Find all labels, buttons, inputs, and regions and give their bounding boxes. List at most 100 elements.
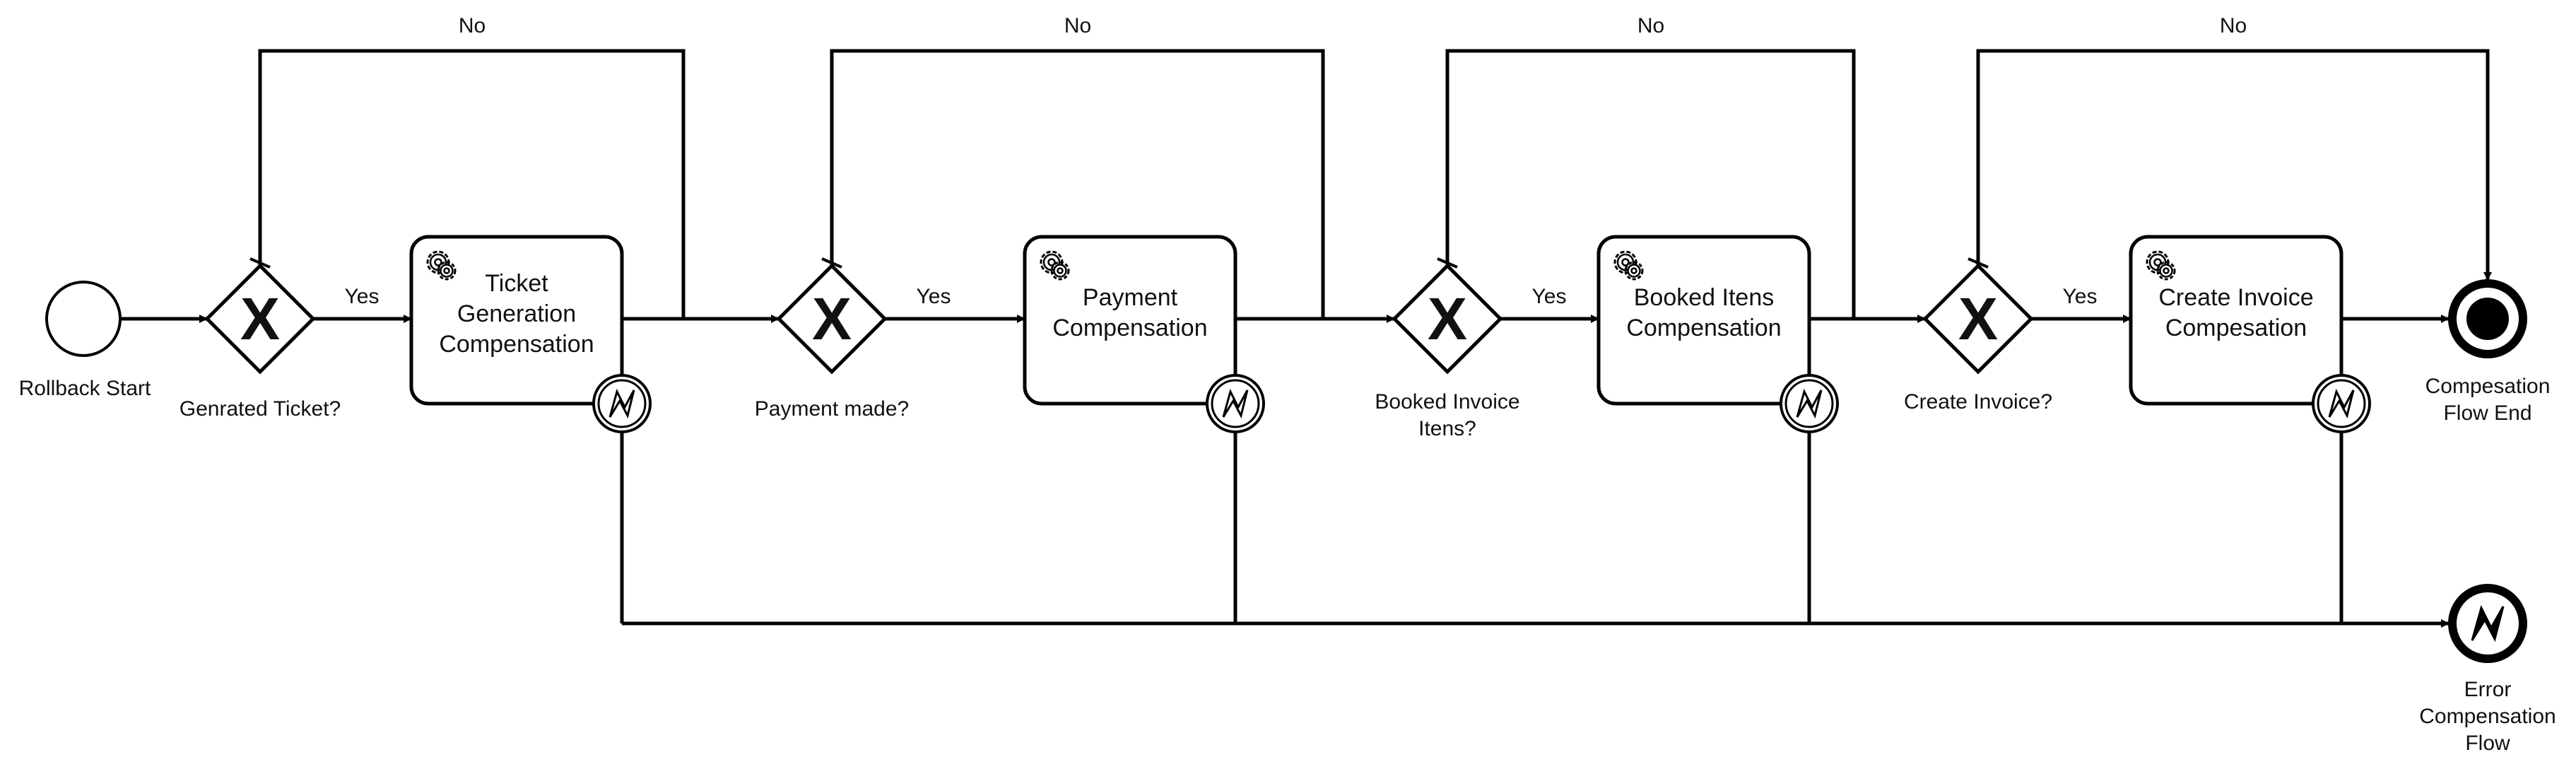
gear-icon-hub xyxy=(434,258,442,266)
task-box xyxy=(1023,235,1237,406)
sequence-flows xyxy=(120,49,2492,628)
start-event-label: Rollback Start xyxy=(19,377,151,400)
gear-icon-body-2 xyxy=(1627,264,1641,278)
gear-icon-hub-2 xyxy=(1630,267,1637,274)
exclusive-gateway-4: X xyxy=(1922,263,2034,375)
error-boundary-icon xyxy=(2312,374,2371,433)
lightning-icon xyxy=(2471,604,2505,643)
boundary-inner-ring xyxy=(597,379,647,428)
task-box xyxy=(2129,235,2343,406)
start-event xyxy=(45,281,122,357)
task-box xyxy=(1596,235,1811,406)
gateway-x-icon: X xyxy=(240,286,280,352)
exclusive-gateway-1: X xyxy=(204,263,316,375)
gear-icon-teeth-2 xyxy=(437,261,457,281)
service-task-2 xyxy=(1023,235,1237,406)
service-task-3 xyxy=(1596,235,1811,406)
flow-no-3 xyxy=(1445,49,1856,319)
gateway-label-4: Create Invoice? xyxy=(1904,390,2052,414)
boundary-inner-ring xyxy=(1784,379,1834,428)
yes-label-4: Yes xyxy=(2063,285,2098,308)
error-boundary-icon xyxy=(592,374,652,433)
yes-label-1: Yes xyxy=(345,285,380,308)
gateway-label-3-line: Itens? xyxy=(1418,417,1476,440)
default-flow-marker xyxy=(821,257,842,269)
gear-icon-hub xyxy=(1621,258,1630,266)
gear-icon-body-2 xyxy=(2159,264,2173,278)
end-event xyxy=(2448,279,2527,358)
gear-icon xyxy=(426,250,457,281)
task-label-1-line: Compensation xyxy=(439,331,594,358)
gateway-label-2: Payment made? xyxy=(755,397,909,421)
gateway-label-4-line: Create Invoice? xyxy=(1904,390,2052,414)
error-boundary-icon xyxy=(1780,374,1839,433)
gear-icon-hub-2 xyxy=(1057,267,1064,274)
gateway-diamond xyxy=(1392,263,1503,375)
yes-label-2: Yes xyxy=(917,285,951,308)
end-event-label-line: Compesation xyxy=(2425,375,2551,398)
gear-icon xyxy=(1613,250,1644,281)
task-label-2-line: Payment xyxy=(1083,284,1178,311)
lightning-icon xyxy=(1796,388,1823,419)
gear-icon xyxy=(2146,250,2176,281)
error-end-event-label-line: Compensation xyxy=(2419,705,2556,728)
gear-icon xyxy=(1040,250,1070,281)
flow-no-4 xyxy=(1976,49,2492,281)
gateway-label-3-line: Booked Invoice xyxy=(1375,390,1519,414)
exclusive-gateway-2: X xyxy=(776,263,888,375)
no-label-2: No xyxy=(1064,14,1091,37)
lightning-icon xyxy=(2328,388,2355,419)
boundary-inner-ring xyxy=(2317,379,2366,428)
no-label-1: No xyxy=(459,14,486,37)
default-flow-marker xyxy=(249,257,271,269)
exclusive-gateway-3: X xyxy=(1392,263,1503,375)
no-label-3: No xyxy=(1637,14,1664,37)
gateway-label-1-line: Genrated Ticket? xyxy=(180,397,341,421)
gateway-x-icon: X xyxy=(812,286,852,352)
gateway-x-icon: X xyxy=(1428,286,1467,352)
gear-icon-body-2 xyxy=(1053,264,1067,278)
task-label-3-line: Booked Itens xyxy=(1634,284,1774,311)
task-label-3-line: Compensation xyxy=(1626,315,1781,341)
gear-icon-hub-2 xyxy=(443,267,450,274)
gateway-x-icon: X xyxy=(1958,286,1998,352)
flow-no-1 xyxy=(258,49,686,319)
end-event-label-line: Flow End xyxy=(2443,401,2531,425)
error-boundary-icon xyxy=(1206,374,1265,433)
task-label-2-line: Compensation xyxy=(1052,315,1207,341)
task-box xyxy=(409,235,624,406)
gear-icon-teeth-2 xyxy=(2156,261,2176,281)
task-label-4-line: Create Invoice xyxy=(2158,284,2313,311)
flow-no-2 xyxy=(830,49,1325,319)
boundary-inner-ring xyxy=(1211,379,1260,428)
no-label-4: No xyxy=(2220,14,2247,37)
gateway-diamond xyxy=(204,263,316,375)
task-label-4-line: Compesation xyxy=(2165,315,2307,341)
error-end-event-label-line: Flow xyxy=(2465,732,2510,755)
task-label-1-line: Ticket xyxy=(485,270,548,297)
task-label-1-line: Generation xyxy=(457,300,576,327)
gear-icon-hub xyxy=(1047,258,1056,266)
gateway-label-1: Genrated Ticket? xyxy=(180,397,341,421)
gateway-diamond xyxy=(1922,263,2034,375)
gear-icon-hub-2 xyxy=(2163,267,2170,274)
service-task-1 xyxy=(409,235,624,406)
yes-label-3: Yes xyxy=(1532,285,1567,308)
gear-icon-teeth-2 xyxy=(1050,261,1070,281)
gateway-diamond xyxy=(776,263,888,375)
gear-icon-hub xyxy=(2153,258,2162,266)
gear-icon-teeth-2 xyxy=(1624,261,1644,281)
end-event-dot xyxy=(2466,298,2509,340)
error-end-event-label-line: Error xyxy=(2464,678,2512,701)
gear-icon-body-2 xyxy=(440,264,454,278)
gateway-label-2-line: Payment made? xyxy=(755,397,909,421)
default-flow-marker xyxy=(1968,257,1989,269)
